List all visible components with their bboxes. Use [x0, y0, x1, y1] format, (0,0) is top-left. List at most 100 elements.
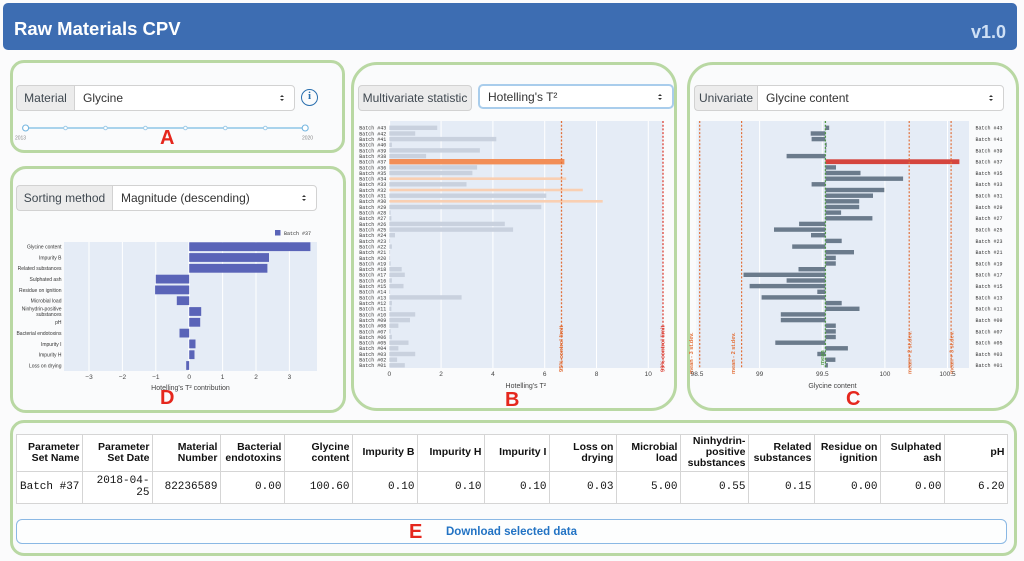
svg-text:Batch #26: Batch #26 [359, 222, 386, 228]
svg-text:2: 2 [254, 374, 258, 381]
svg-text:mean + 2 st.dev.: mean + 2 st.dev. [908, 331, 914, 374]
svg-text:Batch #03: Batch #03 [976, 352, 1003, 358]
svg-text:Batch #32: Batch #32 [359, 188, 386, 194]
svg-text:99.5: 99.5 [816, 371, 829, 378]
svg-text:Batch #35: Batch #35 [359, 171, 386, 177]
svg-text:Batch #06: Batch #06 [359, 335, 386, 341]
svg-text:Batch #23: Batch #23 [359, 239, 386, 245]
svg-text:1: 1 [221, 374, 225, 381]
svg-text:Batch #09: Batch #09 [359, 318, 386, 324]
svg-text:Batch #16: Batch #16 [359, 278, 386, 284]
svg-text:Batch #42: Batch #42 [359, 131, 386, 137]
svg-text:Impurity H: Impurity H [39, 353, 62, 359]
svg-text:Related substances: Related substances [18, 266, 62, 272]
svg-text:Bacterial endotoxins: Bacterial endotoxins [16, 331, 62, 337]
svg-text:Batch #31: Batch #31 [976, 194, 1003, 200]
svg-text:8: 8 [595, 371, 599, 378]
svg-text:Glycine content: Glycine content [808, 383, 856, 390]
svg-text:Batch #12: Batch #12 [359, 301, 386, 307]
svg-text:Batch #33: Batch #33 [359, 182, 386, 188]
svg-text:Batch #02: Batch #02 [359, 358, 386, 364]
svg-text:Impurity B: Impurity B [39, 255, 62, 261]
svg-text:Batch #43: Batch #43 [976, 126, 1003, 132]
svg-text:10: 10 [645, 371, 653, 378]
svg-text:Batch #07: Batch #07 [359, 329, 386, 335]
svg-text:Ninhydrin-positive: Ninhydrin-positive [22, 307, 62, 313]
svg-text:Batch #10: Batch #10 [359, 312, 386, 318]
svg-text:Batch #39: Batch #39 [976, 148, 1003, 154]
svg-text:pH: pH [55, 320, 62, 326]
svg-text:Batch #37: Batch #37 [284, 231, 311, 237]
svg-text:98.5: 98.5 [691, 371, 704, 378]
svg-text:Batch #36: Batch #36 [359, 165, 386, 171]
svg-text:Batch #05: Batch #05 [359, 341, 386, 347]
svg-text:Batch #37: Batch #37 [359, 160, 386, 166]
svg-text:Batch #17: Batch #17 [359, 273, 386, 279]
svg-text:Batch #15: Batch #15 [976, 284, 1003, 290]
svg-text:Batch #35: Batch #35 [976, 171, 1003, 177]
svg-text:Batch #01: Batch #01 [359, 363, 386, 369]
svg-text:Batch #28: Batch #28 [359, 211, 386, 217]
svg-text:Batch #27: Batch #27 [359, 216, 386, 222]
svg-text:Batch #31: Batch #31 [359, 194, 386, 200]
svg-text:Batch #01: Batch #01 [976, 363, 1003, 369]
svg-text:Sulphated ash: Sulphated ash [30, 277, 62, 283]
svg-text:Residue on ignition: Residue on ignition [19, 288, 62, 294]
svg-text:−3: −3 [85, 374, 93, 381]
svg-text:Batch #13: Batch #13 [976, 295, 1003, 301]
svg-text:0: 0 [387, 371, 391, 378]
svg-text:Batch #21: Batch #21 [359, 250, 386, 256]
svg-text:Batch #05: Batch #05 [976, 341, 1003, 347]
svg-text:Batch #21: Batch #21 [976, 250, 1003, 256]
svg-text:mean: mean [820, 350, 826, 365]
svg-text:Batch #22: Batch #22 [359, 245, 386, 251]
svg-text:substances: substances [36, 312, 62, 318]
svg-text:Batch #17: Batch #17 [976, 273, 1003, 279]
svg-text:Batch #09: Batch #09 [976, 318, 1003, 324]
svg-text:Batch #25: Batch #25 [976, 228, 1003, 234]
svg-text:Batch #13: Batch #13 [359, 295, 386, 301]
svg-text:Batch #19: Batch #19 [976, 261, 1003, 267]
svg-text:Batch #11: Batch #11 [976, 307, 1003, 313]
svg-text:Batch #27: Batch #27 [976, 216, 1003, 222]
svg-text:Batch #08: Batch #08 [359, 324, 386, 330]
svg-text:Batch #43: Batch #43 [359, 126, 386, 132]
svg-text:Impurity I: Impurity I [41, 342, 62, 348]
svg-text:Microbial load: Microbial load [31, 299, 62, 305]
svg-text:Batch #34: Batch #34 [359, 177, 386, 183]
svg-text:Batch #07: Batch #07 [976, 329, 1003, 335]
svg-text:Batch #25: Batch #25 [359, 228, 386, 234]
svg-text:Batch #14: Batch #14 [359, 290, 386, 296]
svg-text:Batch #29: Batch #29 [359, 205, 386, 211]
svg-text:Batch #03: Batch #03 [359, 352, 386, 358]
svg-text:Batch #20: Batch #20 [359, 256, 386, 262]
svg-text:95% control limit: 95% control limit [559, 326, 565, 372]
svg-text:Hotelling's T² contribution: Hotelling's T² contribution [151, 385, 230, 392]
svg-text:2020: 2020 [302, 136, 313, 142]
svg-text:100: 100 [879, 371, 890, 378]
svg-text:Batch #37: Batch #37 [976, 160, 1003, 166]
svg-text:Batch #19: Batch #19 [359, 261, 386, 267]
svg-text:Batch #39: Batch #39 [359, 148, 386, 154]
svg-text:6: 6 [543, 371, 547, 378]
svg-text:Loss on drying: Loss on drying [29, 363, 62, 369]
svg-text:2013: 2013 [15, 136, 26, 142]
svg-text:Batch #33: Batch #33 [976, 182, 1003, 188]
svg-text:Batch #38: Batch #38 [359, 154, 386, 160]
svg-text:Glycine content: Glycine content [27, 245, 62, 251]
svg-text:Batch #18: Batch #18 [359, 267, 386, 273]
svg-text:99: 99 [756, 371, 764, 378]
svg-text:99% control limit: 99% control limit [661, 326, 667, 372]
svg-text:3: 3 [288, 374, 292, 381]
svg-text:Batch #04: Batch #04 [359, 346, 386, 352]
svg-text:Batch #24: Batch #24 [359, 233, 386, 239]
svg-text:Batch #29: Batch #29 [976, 205, 1003, 211]
svg-text:Batch #41: Batch #41 [359, 137, 386, 143]
svg-text:−2: −2 [119, 374, 127, 381]
svg-text:mean + 3 st.dev.: mean + 3 st.dev. [950, 331, 956, 374]
svg-text:Batch #15: Batch #15 [359, 284, 386, 290]
svg-text:Batch #11: Batch #11 [359, 307, 386, 313]
svg-text:Hotelling's T²: Hotelling's T² [506, 383, 547, 390]
svg-text:2: 2 [439, 371, 443, 378]
svg-text:0: 0 [187, 374, 191, 381]
